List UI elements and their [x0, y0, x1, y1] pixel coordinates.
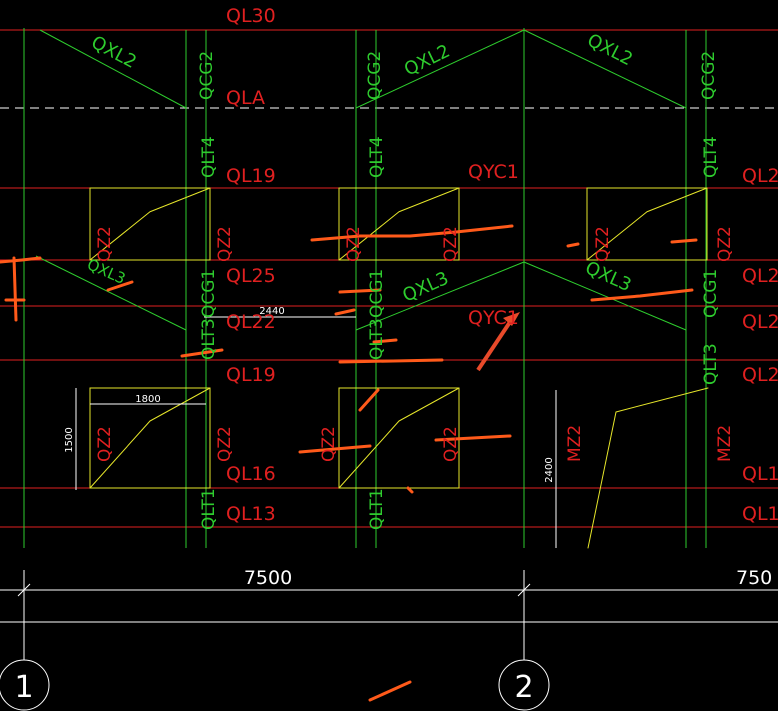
window-swing-line: [89, 387, 211, 489]
markup-stroke: [566, 242, 580, 248]
drawing-geometry: [0, 28, 778, 711]
window-swing-line: [89, 187, 211, 261]
beam-label-ql13: QL13: [226, 503, 276, 525]
window-label-qz2: QZ2: [715, 226, 735, 262]
window-opening: [89, 187, 211, 261]
column-label-qcg2: QCG2: [699, 51, 719, 100]
markup-stroke: [180, 348, 224, 358]
axis-number-2: 2: [514, 670, 533, 705]
dimension-text-1500: 1500: [64, 427, 75, 452]
beam-label-ql19: QL19: [226, 364, 276, 386]
dimension-text-2440: 2440: [259, 306, 284, 317]
brace-label-qxl2: QXL2: [584, 30, 636, 70]
window-label-qz2: QZ2: [215, 426, 235, 462]
window-label-qz2: QZ2: [215, 226, 235, 262]
window-label-qz2: QZ2: [441, 226, 461, 262]
brace-label-qxl3: QXL3: [582, 257, 634, 296]
column-label-qcg2: QCG2: [197, 51, 217, 100]
markup-stroke: [368, 680, 412, 702]
column-label-qcg1: QCG1: [199, 269, 219, 318]
column-label-qcg1: QCG1: [367, 269, 387, 318]
window-opening: [338, 187, 460, 261]
column-label-qcg1: QCG1: [701, 269, 721, 318]
column-label-qlt1: QLT1: [367, 488, 387, 530]
beam-label-ql30: QL30: [226, 5, 276, 27]
brace-qxl2: [355, 29, 525, 109]
column-label-qcg2: QCG2: [365, 51, 385, 100]
markup-stroke: [334, 308, 356, 316]
window-swing-line: [338, 187, 460, 261]
markup-stroke: [406, 486, 414, 494]
window-label-qz2: QZ2: [95, 226, 115, 262]
bay-dimension-7500: 7500: [244, 567, 292, 589]
beam-label-ql1: QL1: [742, 463, 778, 485]
window-label-qz2: QZ2: [593, 226, 613, 262]
brace-qxl3: [355, 261, 525, 331]
bay-dimension-750: 750: [736, 567, 772, 589]
beam-label-ql2: QL2: [742, 265, 778, 287]
beam-label-qyc1: QYC1: [468, 161, 519, 183]
column-label-qlt3: QLT3: [367, 318, 387, 360]
markup-strokes: [0, 224, 698, 702]
brace-qxl2: [523, 29, 687, 109]
markup-stroke: [358, 388, 380, 412]
door-label-mz2: MZ2: [565, 425, 585, 462]
beam-label-qyc1: QYC1: [468, 307, 519, 329]
window-opening: [586, 187, 708, 261]
beam-label-ql2: QL2: [742, 311, 778, 333]
column-label-qlt3: QLT3: [199, 318, 219, 360]
markup-stroke: [12, 256, 18, 322]
markup-stroke: [0, 256, 42, 264]
window-swing-line: [586, 187, 708, 261]
dimension-text-2400: 2400: [544, 457, 555, 482]
beam-label-ql1: QL1: [742, 503, 778, 525]
markup-stroke: [310, 224, 514, 242]
beam-label-ql2: QL2: [742, 364, 778, 386]
brace-qxl3: [523, 261, 687, 331]
door-label-mz2: MZ2: [715, 425, 735, 462]
column-label-qlt3: QLT3: [701, 343, 721, 385]
annotation-arrow-head: [503, 312, 520, 326]
axis-bubble-2: [498, 659, 550, 711]
door-opening-mz2: [587, 387, 709, 549]
beam-label-ql2: QL2: [742, 165, 778, 187]
axis-number-1: 1: [14, 670, 33, 705]
dimension-text-1800: 1800: [135, 394, 160, 405]
markup-stroke: [106, 280, 134, 292]
brace-label-qxl2: QXL2: [88, 32, 140, 73]
beam-label-ql22: QL22: [226, 311, 276, 333]
axis-bubble-1: [0, 659, 50, 711]
markup-stroke: [434, 434, 512, 442]
brace-qxl2: [39, 29, 187, 109]
window-label-qz2: QZ2: [344, 226, 364, 262]
column-label-qlt4: QLT4: [701, 136, 721, 178]
markup-stroke: [298, 444, 372, 454]
beam-label-ql16: QL16: [226, 463, 276, 485]
beam-label-ql25: QL25: [226, 265, 276, 287]
dimension-tick: [17, 583, 31, 597]
column-label-qlt4: QLT4: [367, 136, 387, 178]
column-label-qlt4: QLT4: [199, 136, 219, 178]
markup-stroke: [338, 288, 382, 294]
beam-label-qla: QLA: [226, 87, 265, 109]
markup-stroke: [372, 338, 398, 344]
window-label-qz2: QZ2: [441, 426, 461, 462]
window-label-qz2: QZ2: [95, 426, 115, 462]
brace-label-qxl3: QXL3: [399, 268, 451, 307]
beam-label-ql19: QL19: [226, 165, 276, 187]
markup-stroke: [338, 358, 444, 364]
annotation-arrow-shaft: [476, 320, 512, 372]
window-opening: [89, 387, 211, 489]
window-label-qz2: QZ2: [319, 426, 339, 462]
window-swing-line: [338, 387, 460, 489]
markup-stroke: [670, 238, 698, 244]
markup-stroke: [590, 288, 694, 302]
dimension-tick: [517, 583, 531, 597]
brace-qxl3: [35, 255, 187, 331]
column-label-qlt1: QLT1: [199, 488, 219, 530]
